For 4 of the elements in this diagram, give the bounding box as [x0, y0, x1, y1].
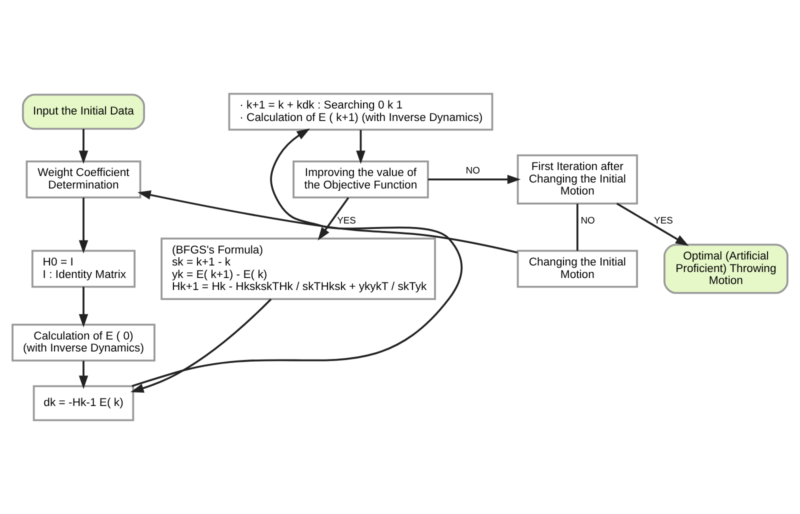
- edge-label: YES: [654, 215, 673, 226]
- edge-label: NO: [466, 166, 480, 177]
- edge-label: NO: [580, 215, 595, 226]
- edge-label: YES: [337, 215, 356, 226]
